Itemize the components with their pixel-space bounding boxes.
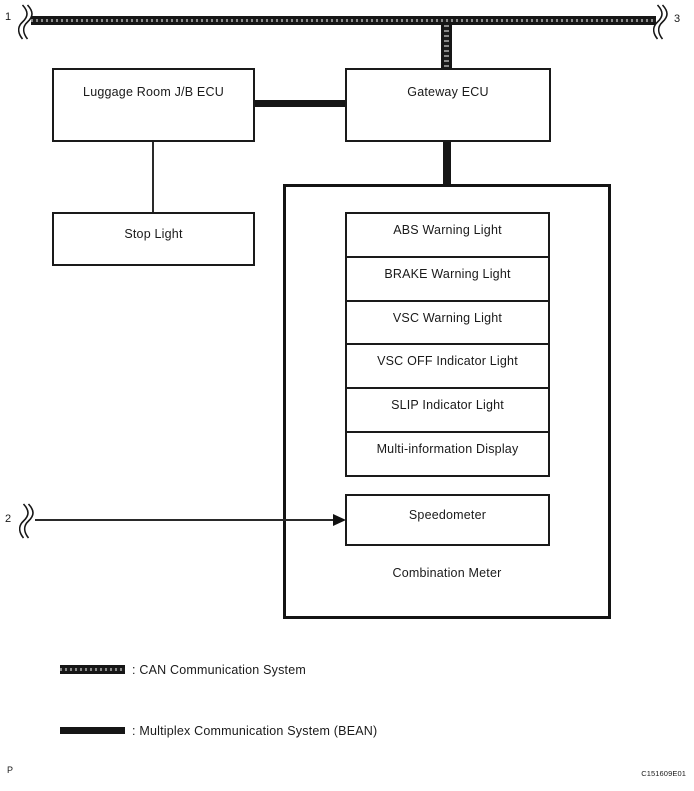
- wire-break-icon: [653, 4, 668, 40]
- meter-item-vsc-warning: VSC Warning Light: [347, 302, 548, 346]
- meter-item-brake-warning: BRAKE Warning Light: [347, 258, 548, 302]
- node-label: Speedometer: [408, 508, 487, 522]
- wire-luggage-to-stoplight: [152, 142, 154, 212]
- can-bus-line: [31, 16, 656, 25]
- node-label: Gateway ECU: [407, 85, 489, 99]
- node-stop-light: Stop Light: [52, 212, 255, 266]
- meter-item-multi-information-display: Multi-information Display: [376, 442, 519, 457]
- arrowhead-icon: [333, 514, 346, 526]
- wire-break-icon: [19, 503, 34, 539]
- bean-connector-horizontal: [255, 100, 345, 107]
- bus-endpoint-label-2: 2: [5, 513, 12, 525]
- bus-endpoint-label-1: 1: [5, 11, 12, 23]
- node-luggage-room-jb-ecu: Luggage Room J/B ECU: [52, 68, 255, 142]
- node-gateway-ecu: Gateway ECU: [345, 68, 551, 142]
- node-label: Stop Light: [124, 227, 183, 241]
- page-mark: P: [7, 765, 14, 775]
- legend-bean-label: : Multiplex Communication System (BEAN): [132, 724, 378, 738]
- wire-2-to-speedometer: [35, 519, 334, 521]
- wire-break-icon: [18, 4, 33, 40]
- meter-item-vsc-off-indicator: VSC OFF Indicator Light: [347, 345, 548, 390]
- legend-can-label: : CAN Communication System: [132, 663, 306, 677]
- legend-can-swatch: [60, 665, 125, 674]
- meter-item-abs-warning: ABS Warning Light: [347, 214, 548, 258]
- meter-item-slip-indicator: SLIP Indicator Light: [347, 389, 548, 434]
- bean-connector-vertical: [443, 142, 451, 184]
- figure-code: C151609E01: [641, 769, 686, 778]
- combination-meter-caption: Combination Meter: [392, 566, 502, 580]
- node-label: Luggage Room J/B ECU: [83, 85, 224, 99]
- bus-endpoint-label-3: 3: [674, 13, 681, 25]
- legend-bean-swatch: [60, 727, 125, 734]
- meter-indicator-stack: ABS Warning Light BRAKE Warning Light VS…: [345, 212, 550, 477]
- can-drop-line: [441, 25, 452, 68]
- node-speedometer: Speedometer: [345, 494, 550, 546]
